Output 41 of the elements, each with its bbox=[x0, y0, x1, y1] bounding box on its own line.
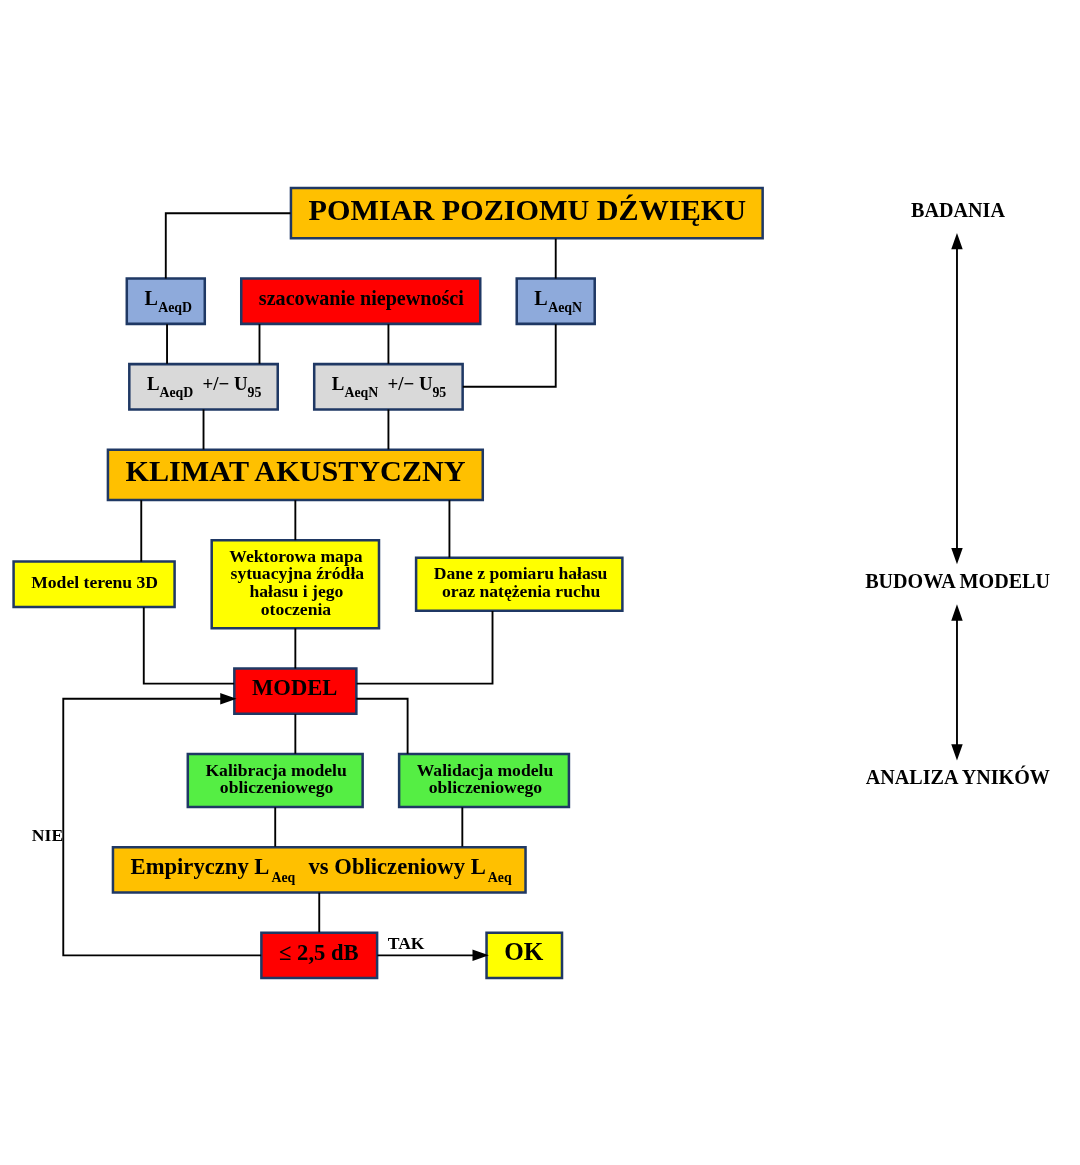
node-box: OK bbox=[485, 930, 564, 979]
node-box: L$_{AeqD}$ +/− U$_{95}$ bbox=[128, 362, 279, 411]
connector bbox=[140, 498, 143, 563]
connector bbox=[448, 498, 451, 558]
connector bbox=[202, 408, 205, 450]
node-box: MODEL bbox=[233, 666, 358, 715]
connector bbox=[166, 322, 168, 365]
node-box: Model terenu 3D bbox=[12, 559, 176, 608]
connector bbox=[554, 237, 557, 279]
label: BADANIA bbox=[911, 198, 1005, 221]
node-box: POMIAR POZIOMU DŹWIĘKU bbox=[289, 186, 764, 240]
connector bbox=[258, 322, 261, 365]
label: ANALIZA YNIKÓW bbox=[865, 765, 1050, 788]
arrow bbox=[376, 949, 489, 961]
connector bbox=[461, 805, 464, 848]
connector bbox=[387, 408, 390, 450]
node-box: Dane z pomiaru hałasu oraz natężenia ruchu bbox=[414, 556, 624, 612]
node-box: ≤ 2,5 dB bbox=[260, 930, 379, 979]
connector bbox=[294, 498, 297, 541]
node-box: Walidacja modelu obliczeniowego bbox=[397, 752, 571, 808]
node-box: Kalibracja modelu obliczeniowego bbox=[186, 752, 364, 808]
node-box: L$_{AeqD}$ bbox=[125, 276, 207, 325]
connector bbox=[142, 605, 236, 685]
label: BUDOWA MODELU bbox=[865, 569, 1051, 592]
node-box: L$_{AeqN}$ bbox=[515, 276, 596, 325]
connector bbox=[318, 891, 321, 933]
node-box: szacowanie niepewności bbox=[240, 276, 482, 325]
arrow bbox=[62, 692, 263, 956]
node-box: L$_{AeqN}$ +/− U$_{95}$ bbox=[312, 362, 464, 411]
node-box: KLIMAT AKUSTYCZNY bbox=[106, 447, 485, 501]
connector bbox=[294, 626, 297, 669]
node-box: Empiryczny L$_{Aeq}$ vs Obliczeniowy L$_{Aeq}$ bbox=[111, 845, 527, 894]
node-box: Wektorowa mapa sytuacyjna źródła hałasu i jego otoczenia bbox=[210, 538, 381, 630]
connector bbox=[387, 322, 390, 365]
connector bbox=[461, 322, 557, 388]
connector bbox=[164, 211, 292, 279]
edge-label: TAK bbox=[387, 932, 425, 953]
connector bbox=[274, 805, 277, 848]
connector bbox=[355, 697, 409, 755]
connector bbox=[294, 712, 297, 755]
connector bbox=[355, 609, 494, 685]
